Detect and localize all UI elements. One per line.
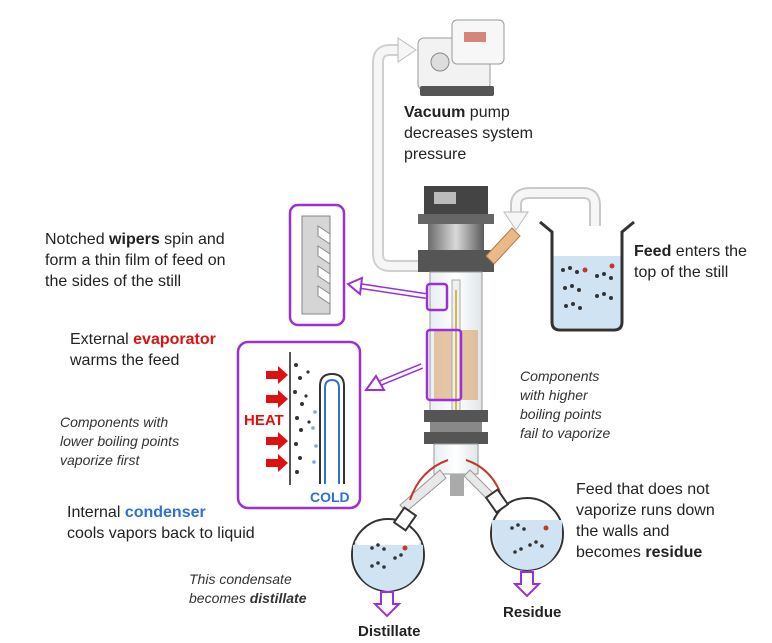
lower-boiling-points-label: Components with lower boiling points vap… (60, 414, 180, 468)
vacuum-line-arrow (372, 37, 424, 272)
evaporator-highlight-box (425, 328, 463, 402)
evaporator-pointer-arrow (364, 363, 424, 391)
feed-beaker (539, 220, 635, 332)
wiper-highlight-box (425, 282, 449, 312)
residue-description-label: Feed that does not vaporize runs down th… (576, 481, 715, 561)
residue-down-arrow (512, 571, 542, 598)
residue-output-label: Residue (503, 604, 562, 621)
wiper-pointer-arrow (346, 276, 427, 299)
distillate-down-arrow (372, 591, 402, 618)
wiper-inset (288, 203, 346, 327)
evaporator-label: External evaporator warms the feed (70, 331, 216, 369)
heat-label: HEAT (244, 412, 284, 429)
wipers-label: Notched wipers spin and form a thin film… (45, 231, 226, 290)
short-path-still (399, 186, 521, 513)
cold-label: COLD (310, 489, 350, 505)
condenser-label: Internal condenser cools vapors back to … (67, 504, 255, 542)
heat-arrows (266, 366, 288, 472)
distillate-flask (351, 506, 425, 592)
feed-label: Feed enters the top of the still (634, 243, 747, 281)
condensate-label: This condensate becomes distillate (189, 571, 307, 606)
higher-boiling-points-label: Components with higher boiling points fa… (520, 368, 611, 441)
residue-flask (484, 488, 564, 571)
vacuum-pump (417, 19, 505, 96)
feed-line-arrow (503, 187, 601, 231)
vacuum-pump-label: Vacuum pump decreases system pressure (404, 104, 533, 163)
distillate-output-label: Distillate (358, 623, 421, 640)
flask-molecules (370, 523, 544, 569)
